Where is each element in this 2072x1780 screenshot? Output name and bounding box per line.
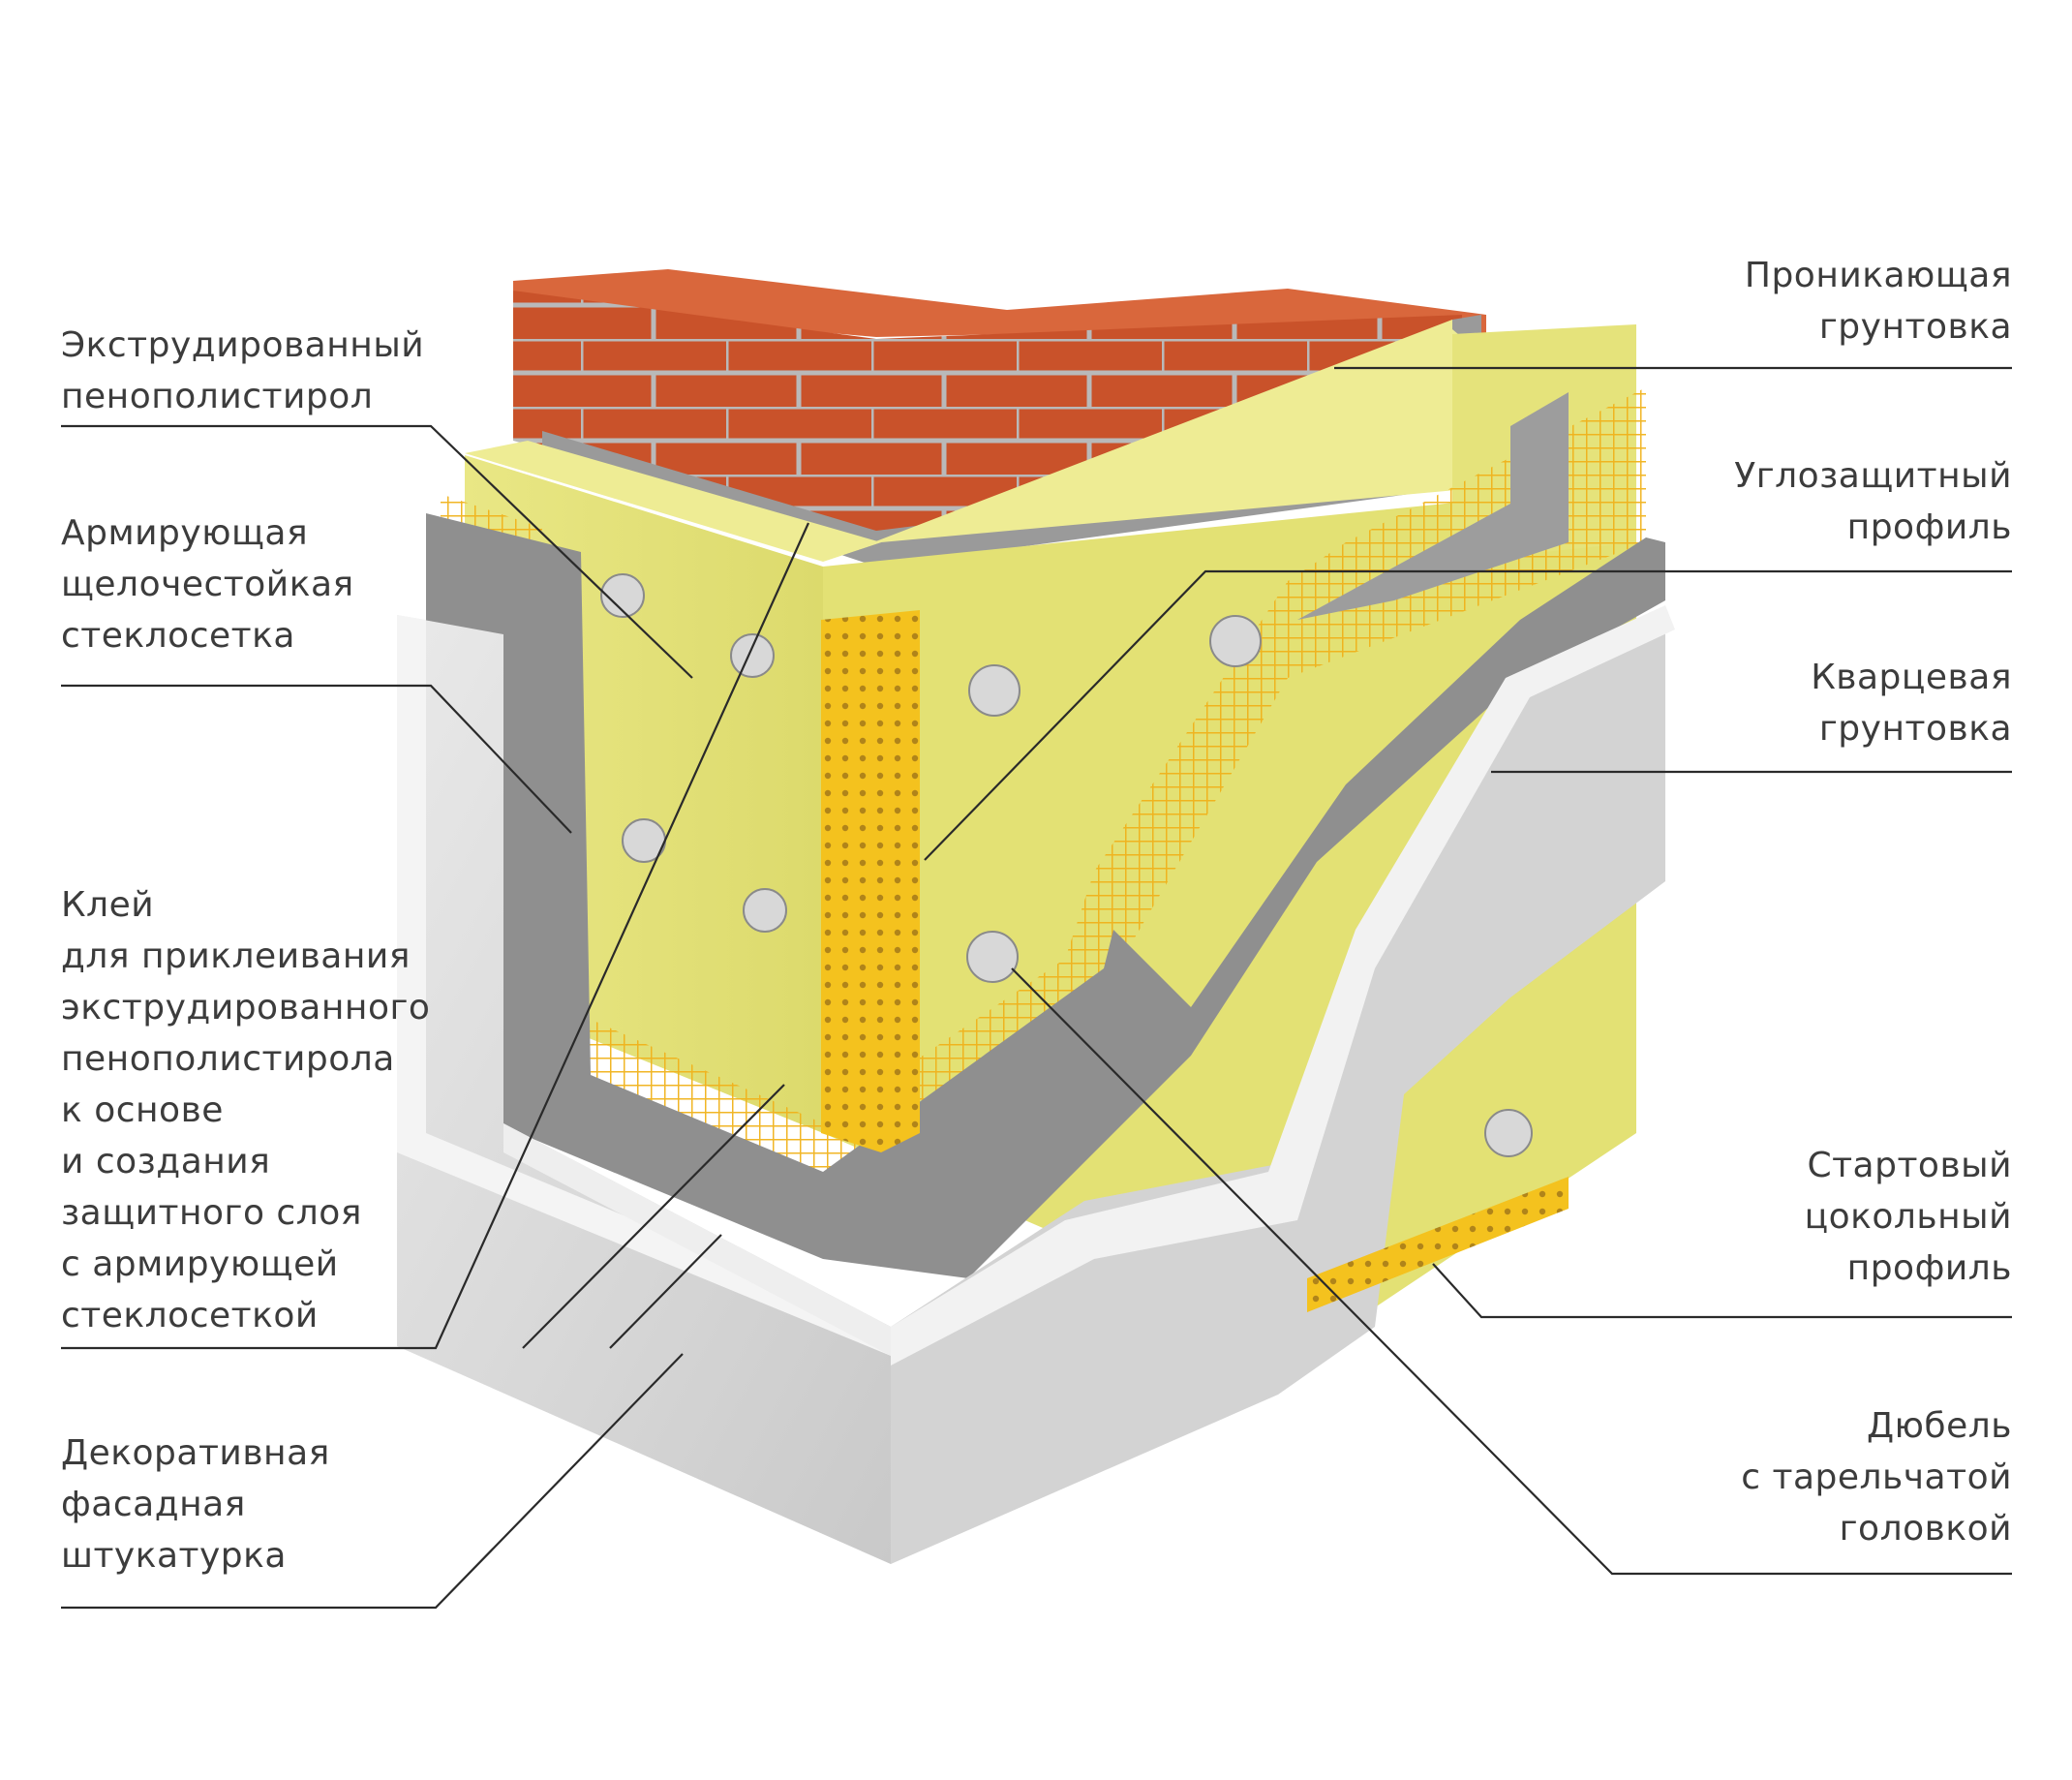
leader-lines	[61, 366, 2012, 1610]
leader-adhesive-c	[609, 1234, 722, 1349]
dowels	[600, 573, 1533, 1157]
decorative-plaster	[397, 605, 1675, 1564]
label-adhesive: Клей для приклеивания экструдированного …	[61, 885, 431, 1335]
plaster-right-edge	[891, 605, 1675, 1366]
label-mesh: Армирующая щелочестойкая стеклосетка	[61, 513, 354, 656]
leader-mesh	[61, 684, 572, 834]
leader-xps	[61, 424, 693, 679]
adhesive-upper-strip	[1297, 392, 1569, 620]
label-quartz: Кварцевая грунтовка	[1811, 658, 2012, 749]
starter-profile	[1307, 1177, 1569, 1312]
brick-top-face	[513, 269, 1486, 337]
adhesive-right	[823, 537, 1665, 1278]
dowel-4	[743, 888, 787, 933]
dowel-8	[1484, 1109, 1533, 1157]
brick-left-face	[513, 291, 876, 542]
dowel-1	[600, 573, 645, 618]
dowel-5	[968, 664, 1021, 717]
leader-adhesive-a	[61, 522, 810, 1350]
leader-adhesive-b	[522, 1084, 785, 1349]
leader-corner	[924, 569, 2012, 861]
label-starter: Стартовый цокольный профиль	[1804, 1146, 2012, 1288]
dowel-2	[730, 633, 775, 678]
label-xps: Экструдированный пенополистирол	[61, 325, 425, 416]
dowel-6	[1209, 615, 1262, 667]
dowel-7	[966, 931, 1019, 983]
xps-top-left	[465, 441, 881, 562]
mesh-right	[823, 387, 1646, 1220]
starter-xps-bottom	[1462, 1007, 1569, 1211]
label-dowel: Дюбель с тарельчатой головкой	[1741, 1406, 2012, 1549]
label-plaster: Декоративная фасадная штукатурка	[61, 1433, 330, 1576]
adhesive-layer	[426, 392, 1665, 1278]
adhesive-left	[426, 513, 823, 1259]
xps-top-right	[823, 320, 1636, 562]
plaster-right-face	[891, 610, 1665, 1564]
leader-dowel	[1011, 967, 2012, 1576]
label-corner: Углозащитный профиль	[1734, 456, 2012, 547]
leader-plaster	[61, 1353, 684, 1610]
leader-starter	[1432, 1263, 2012, 1319]
label-primer: Проникающая грунтовка	[1744, 256, 2012, 347]
plaster-front-cut	[503, 1123, 891, 1356]
corner-profile	[821, 610, 920, 1152]
plaster-left-face	[397, 615, 891, 1564]
